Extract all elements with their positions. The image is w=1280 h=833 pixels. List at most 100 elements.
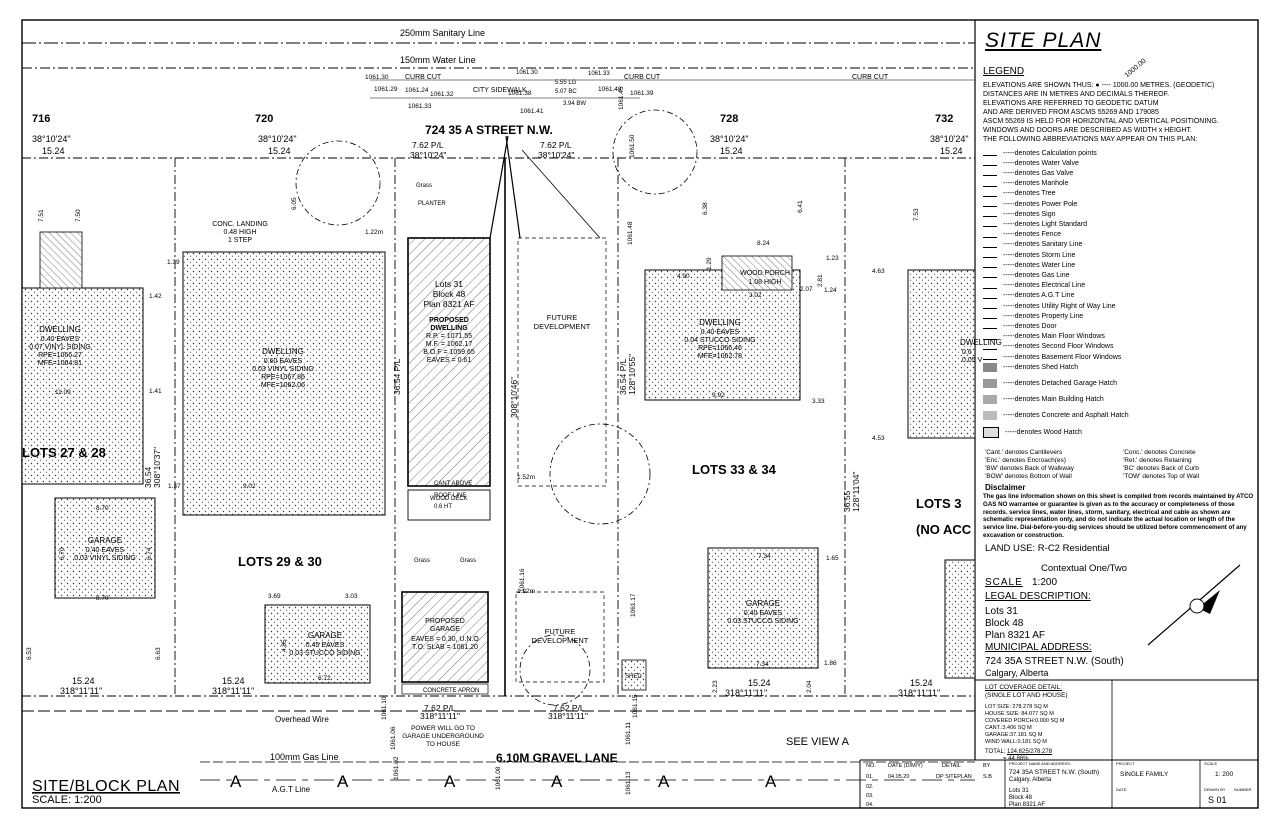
svg-text:CONC. LANDING: CONC. LANDING	[212, 221, 268, 228]
legend-dash: -----	[1003, 333, 1015, 341]
svg-text:318°11'11": 318°11'11"	[420, 711, 460, 721]
rev-cell: 04.	[866, 802, 874, 808]
legend-symbol-icon	[983, 313, 997, 320]
view-marker: A	[551, 772, 563, 791]
abbreviation-row: ----- denotes Electrical Line	[983, 281, 1085, 291]
svg-text:6.72: 6.72	[318, 675, 331, 682]
svg-text:38°10'24": 38°10'24"	[258, 134, 297, 144]
abbreviation-row: ----- denotes Second Floor Windows	[983, 342, 1114, 352]
legend-symbol-icon	[983, 181, 997, 187]
legend-symbol-icon	[983, 344, 997, 350]
svg-text:0.6: 0.6	[962, 349, 972, 356]
rev-col-header: NO.	[866, 763, 876, 769]
svg-text:1061.06: 1061.06	[390, 726, 397, 750]
svg-text:6.41: 6.41	[797, 200, 804, 213]
abbreviation-text: denotes Water Line	[1014, 261, 1076, 269]
svg-text:2.23: 2.23	[712, 680, 719, 693]
legend-symbol-icon	[983, 293, 997, 299]
hatch-concrete: ----- denotes Concrete and Asphalt Hatch	[983, 410, 1129, 420]
garage-left-footprint	[54, 497, 156, 599]
legend-dash: -----	[1003, 200, 1015, 208]
svg-text:MFE=1062.78: MFE=1062.78	[698, 353, 742, 360]
water-line-label: 150mm Water Line	[400, 55, 476, 65]
svg-text:1061.48: 1061.48	[627, 221, 634, 245]
legend-line: WINDOWS AND DOORS ARE DESCRIBED AS WIDTH…	[983, 127, 1192, 134]
svg-text:M.F. = 1062.17: M.F. = 1062.17	[426, 341, 473, 348]
svg-text:1061.02: 1061.02	[393, 756, 400, 780]
svg-text:7.50: 7.50	[75, 209, 82, 222]
svg-text:0.40 EAVES: 0.40 EAVES	[701, 329, 740, 336]
svg-text:318°11'11": 318°11'11"	[898, 688, 940, 698]
svg-text:DWELLING: DWELLING	[39, 325, 81, 334]
svg-text:0.6 HT: 0.6 HT	[434, 504, 452, 510]
abbr-note: 'TOW' denotes Top of Wall	[1123, 473, 1200, 480]
abbr-note: 'Cant.' denotes Cantilevers	[985, 449, 1063, 456]
lot-group-label: LOTS 33 & 34	[692, 462, 777, 477]
conc-landing-label: CONC. LANDING 0.48 HIGH 1 STEP	[212, 221, 268, 244]
lot-number: 716	[32, 113, 50, 125]
svg-text:0.40 EAVES: 0.40 EAVES	[86, 547, 125, 554]
legend-line: ELEVATIONS ARE SHOWN THUS: ● ---- 1000.0…	[983, 82, 1215, 89]
lot-group-label: (NO ACC	[916, 522, 972, 537]
abbreviation-text: denotes A.G.T Line	[1014, 292, 1075, 300]
rev-col-header: DATE (D/M/Y)	[888, 763, 923, 769]
svg-text:7.62 P/L: 7.62 P/L	[553, 703, 585, 713]
land-use: LAND USE: R-C2 Residential	[985, 543, 1110, 554]
svg-text:1061.50: 1061.50	[629, 134, 636, 158]
garage-hatch-icon	[983, 378, 997, 388]
legend-symbol-icon	[983, 303, 997, 309]
lot-number: 728	[720, 113, 738, 125]
total-value: 124.825/278.278	[1007, 749, 1053, 755]
scale-value: 1:200	[1032, 577, 1058, 588]
project-line: Lots 31	[1009, 788, 1029, 794]
abbreviation-row: ----- denotes Gas Valve	[983, 168, 1073, 178]
svg-text:1061.29: 1061.29	[374, 86, 398, 93]
svg-text:DWELLING: DWELLING	[960, 338, 1002, 347]
title-block: SITE PLAN LEGEND ELEVATIONS ARE SHOWN TH…	[975, 22, 1257, 808]
legal-heading: LEGAL DESCRIPTION:	[985, 591, 1091, 602]
project-line: Block 48	[1009, 795, 1033, 801]
porch-left	[39, 231, 83, 289]
concrete-apron	[401, 683, 489, 695]
svg-text:GARAGE: GARAGE	[88, 536, 122, 545]
abbreviation-row: ----- denotes Sanitary Line	[983, 240, 1082, 250]
legend-dash: -----	[1003, 322, 1015, 330]
legend-dash: -----	[1003, 282, 1015, 290]
legend-heading: LEGEND	[983, 66, 1025, 77]
overhead-wire-label: Overhead Wire	[275, 715, 329, 724]
scale-small-value: 1: 200	[1215, 771, 1234, 778]
legend-symbol-icon	[983, 262, 997, 269]
curb-cut: CURB CUT	[624, 74, 661, 81]
legend-line: DISTANCES ARE IN METRES AND DECIMALS THE…	[983, 91, 1170, 98]
svg-text:9.92: 9.92	[712, 392, 725, 399]
plan-scale: SCALE: 1:200	[32, 794, 102, 806]
svg-text:GARAGE UNDERGROUND: GARAGE UNDERGROUND	[402, 733, 484, 740]
rev-cell: 03.	[866, 793, 874, 799]
svg-text:6.53: 6.53	[26, 647, 33, 660]
curb-cut: CURB CUT	[405, 74, 442, 81]
svg-text:11.09: 11.09	[55, 389, 71, 396]
svg-text:1061.33: 1061.33	[408, 103, 432, 110]
svg-text:1061.15: 1061.15	[632, 694, 639, 718]
svg-text:1.39: 1.39	[167, 259, 180, 266]
hatch-main: ----- denotes Main Building Hatch	[983, 394, 1104, 404]
svg-text:0.60 EAVES: 0.60 EAVES	[264, 358, 303, 365]
svg-text:0.03 STUCCO SIDING: 0.03 STUCCO SIDING	[289, 650, 360, 657]
rev-col-header: BY	[983, 763, 991, 769]
coverage-line: CANT.:3.406 SQ M	[985, 725, 1032, 731]
svg-text:7.51: 7.51	[38, 209, 45, 222]
abbreviation-text: denotes Storm Line	[1014, 251, 1076, 259]
svg-text:CONCRETE APRON: CONCRETE APRON	[423, 688, 479, 694]
view-marker: A	[765, 772, 777, 791]
svg-text:DWELLING: DWELLING	[699, 318, 741, 327]
hatch-shed: ----- denotes Shed Hatch	[983, 362, 1078, 372]
svg-text:0.05 V: 0.05 V	[962, 357, 983, 364]
dwelling-right-label: DWELLING 0.40 EAVES 0.04 STUCCO SIDING R…	[684, 318, 755, 360]
svg-text:DWELLING: DWELLING	[430, 325, 468, 332]
view-marker: A	[658, 772, 670, 791]
svg-text:36.55: 36.55	[842, 490, 852, 512]
abbreviation-text: denotes Door	[1014, 322, 1057, 330]
abbreviation-text: denotes Light Standard	[1014, 220, 1088, 228]
legend-symbol-icon	[983, 283, 997, 289]
dwelling-far-right-footprint	[907, 269, 976, 439]
